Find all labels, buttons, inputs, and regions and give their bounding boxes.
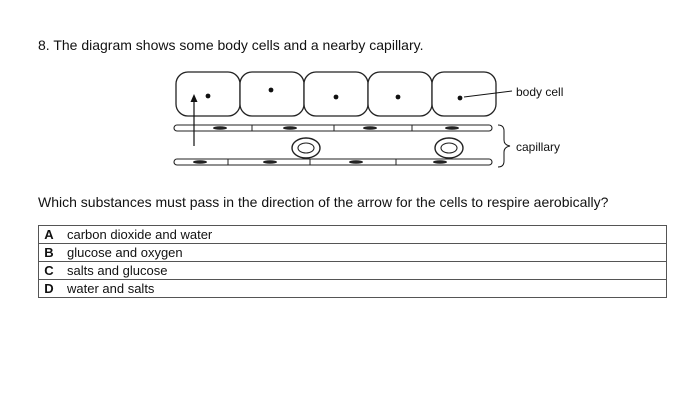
answer-option-c[interactable]: C salts and glucose <box>39 262 667 280</box>
option-letter: D <box>39 280 58 298</box>
capillary-lower-wall <box>174 159 492 165</box>
option-text: salts and glucose <box>57 262 667 280</box>
option-letter: C <box>39 262 58 280</box>
answer-option-a[interactable]: A carbon dioxide and water <box>39 226 667 244</box>
option-letter: A <box>39 226 58 244</box>
red-blood-cell <box>292 138 320 158</box>
capillary-label: capillary <box>516 140 560 154</box>
capillary-upper-wall <box>174 125 492 131</box>
body-cell <box>368 72 432 116</box>
capillary-brace <box>498 125 510 167</box>
answer-options-table: A carbon dioxide and water B glucose and… <box>38 225 667 298</box>
cell-nucleus <box>269 88 274 93</box>
answer-option-b[interactable]: B glucose and oxygen <box>39 244 667 262</box>
body-cell <box>304 72 368 116</box>
option-text: carbon dioxide and water <box>57 226 667 244</box>
option-letter: B <box>39 244 58 262</box>
red-blood-cell <box>435 138 463 158</box>
cell-nucleus <box>396 95 401 100</box>
option-text: glucose and oxygen <box>57 244 667 262</box>
body-cell <box>240 72 304 116</box>
cell-nucleus <box>334 95 339 100</box>
cell-nucleus <box>206 94 211 99</box>
cell-capillary-diagram: body cell capillary <box>160 64 600 176</box>
answer-option-d[interactable]: D water and salts <box>39 280 667 298</box>
question-prompt: Which substances must pass in the direct… <box>38 194 608 210</box>
body-cells <box>176 72 496 116</box>
cell-nucleus <box>458 96 463 101</box>
body-cell-label: body cell <box>516 85 563 99</box>
direction-arrow <box>191 94 198 146</box>
question-title: 8. The diagram shows some body cells and… <box>38 37 423 53</box>
option-text: water and salts <box>57 280 667 298</box>
